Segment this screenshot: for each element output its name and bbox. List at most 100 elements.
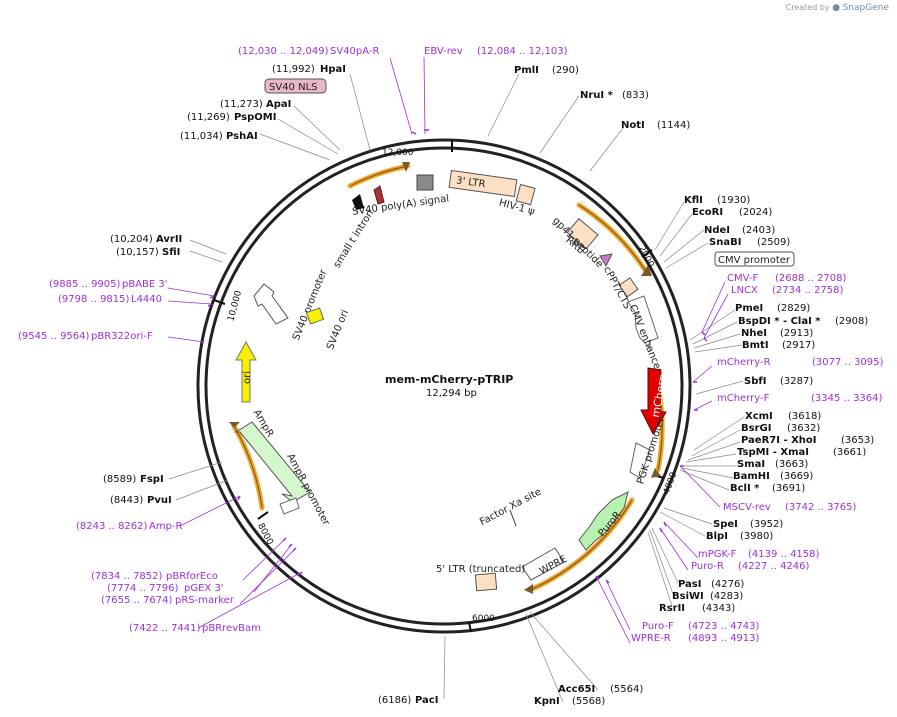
hiv-box[interactable] (515, 183, 536, 206)
primer-prs-marker[interactable]: pRS-marker (175, 595, 235, 606)
credit-brand: SnapGene (842, 3, 889, 13)
plasmid-name: mem-mCherry-pTRIP (385, 373, 513, 386)
primer-mcherry-r[interactable]: mCherry-R (717, 357, 771, 368)
primer-mscv-rev[interactable]: MSCV-rev (723, 502, 771, 513)
site-pmli[interactable]: PmlI (514, 65, 539, 76)
credit-created-by: Created by (785, 3, 830, 12)
site-noti[interactable]: NotI (621, 120, 645, 131)
site-paci[interactable]: PacI (415, 695, 438, 706)
site-hpai[interactable]: HpaI (320, 64, 346, 75)
site-pos-fspi: (8589) (103, 474, 136, 485)
site-pos-acc65i: (5564) (610, 684, 643, 695)
primer-pbrrevbam[interactable]: pBRrevBam (202, 623, 261, 634)
sv40-nls-box[interactable] (264, 78, 327, 94)
primer-pos-ebv-rev: (12,084 .. 12,103) (477, 46, 568, 57)
site-pos-bsiwi: (4283) (710, 591, 743, 602)
wpre-box[interactable] (521, 547, 565, 581)
pgk-arrow[interactable] (629, 442, 651, 479)
site-sbfi[interactable]: SbfI (744, 376, 766, 387)
primer-pbrforeco[interactable]: pBRforEco (166, 571, 218, 582)
primer-pgex3[interactable]: pGEX 3' (184, 583, 224, 594)
site-bsrgi[interactable]: BsrGI (741, 423, 771, 434)
site-ecori[interactable]: EcoRI (692, 207, 723, 218)
mcherry-arrow[interactable] (640, 367, 667, 436)
site-pos-paci: (6186) (378, 695, 411, 706)
site-pos-rsrii: (4343) (702, 603, 735, 614)
primer-pos-mcherry-f: (3345 .. 3364) (811, 393, 883, 404)
site-kpni[interactable]: KpnI (534, 696, 560, 707)
site-nhei[interactable]: NheI (741, 328, 767, 339)
site-avrii[interactable]: AvrII (156, 234, 182, 245)
site-bamhi[interactable]: BamHI (733, 471, 770, 482)
site-pshai[interactable]: PshAI (226, 131, 258, 142)
ltr3-box[interactable] (448, 169, 518, 198)
site-pasi[interactable]: PasI (678, 579, 701, 590)
site-rsrii[interactable]: RsrII (659, 603, 685, 614)
puror-arrow[interactable] (578, 491, 629, 551)
site-nrui[interactable]: NruI * (580, 90, 614, 101)
sv40-ori-box[interactable] (305, 307, 325, 325)
sv40-promoter-label: SV40 promoter (291, 267, 330, 342)
site-kfli[interactable]: KflI (684, 195, 703, 206)
ampr-arrow[interactable] (234, 421, 311, 503)
site-xcmi[interactable]: XcmI (745, 411, 773, 422)
site-pos-sfii: (10,157) (116, 247, 159, 258)
sv40-polya-box[interactable] (416, 174, 434, 191)
sv40-nls-label: SV40 NLS (269, 82, 318, 93)
cppt-box[interactable] (618, 277, 639, 298)
site-bspdi-clai[interactable]: BspDI * - ClaI * (738, 316, 821, 327)
primers: (12,030 .. 12,049) SV40pA-R EBV-rev (12,… (18, 46, 884, 644)
primer-pos-mcherry-r: (3077 .. 3095) (812, 357, 884, 368)
primer-pos-prs-marker: (7655 .. 7674) (101, 595, 173, 606)
primer-mcherry-f[interactable]: mCherry-F (717, 393, 770, 404)
cmv-promoter-box[interactable] (714, 251, 795, 267)
site-blpi[interactable]: BlpI (706, 531, 728, 542)
primer-ebv-rev[interactable]: EBV-rev (424, 46, 463, 57)
primer-wpre-r[interactable]: WPRE-R (631, 633, 671, 644)
primer-mpgk-f[interactable]: mPGK-F (698, 549, 737, 560)
site-pmei[interactable]: PmeI (735, 303, 763, 314)
site-pvui[interactable]: PvuI (147, 495, 172, 506)
ori-arrow[interactable] (235, 340, 257, 403)
gp41-marker[interactable] (599, 253, 613, 268)
ampr-promoter-box[interactable] (279, 497, 300, 515)
site-apai[interactable]: ApaI (266, 99, 291, 110)
primer-amp-r[interactable]: Amp-R (149, 521, 183, 532)
sv40-ori-label: SV40 ori (325, 308, 351, 351)
small-t-intron-marker[interactable] (352, 194, 364, 210)
site-acc65i[interactable]: Acc65I (558, 684, 595, 695)
site-snabi[interactable]: SnaBI (709, 237, 741, 248)
primer-pbabe3[interactable]: pBABE 3' (122, 279, 168, 290)
site-ndei[interactable]: NdeI (704, 225, 730, 236)
sv40-nls-marker[interactable] (373, 185, 385, 205)
primer-lncx[interactable]: LNCX (731, 285, 758, 296)
site-pos-paer7i-xhoi: (3653) (841, 435, 874, 446)
site-smai[interactable]: SmaI (737, 459, 765, 470)
site-pos-pasi: (4276) (711, 579, 744, 590)
site-bmti[interactable]: BmtI (742, 340, 769, 351)
primer-cmv-f[interactable]: CMV-F (727, 273, 758, 284)
site-bsiwi[interactable]: BsiWI (672, 591, 704, 602)
primer-sv40pa-r[interactable]: SV40pA-R (330, 46, 379, 57)
site-pos-pmli: (290) (552, 65, 579, 76)
primer-l4440[interactable]: L4440 (131, 294, 162, 305)
site-sfii[interactable]: SfiI (162, 247, 180, 258)
site-pos-sbfi: (3287) (780, 376, 813, 387)
site-spei[interactable]: SpeI (713, 519, 738, 530)
plasmid-size: 12,294 bp (426, 388, 477, 399)
site-paer7i-xhoi[interactable]: PaeR7I - XhoI (741, 435, 817, 446)
primer-pbr322ori-f[interactable]: pBR322ori-F (91, 331, 153, 342)
site-bcli[interactable]: BclI * (730, 483, 760, 494)
ltr5-box[interactable] (474, 572, 498, 592)
primer-puro-f[interactable]: Puro-F (642, 621, 674, 632)
sv40-promoter-arrow[interactable] (253, 283, 289, 325)
rre-box[interactable] (566, 218, 599, 250)
site-pspomi[interactable]: PspOMI (234, 112, 276, 123)
cmv-enhancer-arrow[interactable] (627, 295, 659, 350)
site-tspmi-xmai[interactable]: TspMI - XmaI (737, 447, 809, 458)
site-fspi[interactable]: FspI (140, 474, 164, 485)
site-pos-bamhi: (3669) (780, 471, 813, 482)
site-pos-ndei: (2403) (742, 225, 775, 236)
primer-puro-r[interactable]: Puro-R (691, 561, 724, 572)
primer-pos-wpre-r: (4893 .. 4913) (688, 633, 760, 644)
